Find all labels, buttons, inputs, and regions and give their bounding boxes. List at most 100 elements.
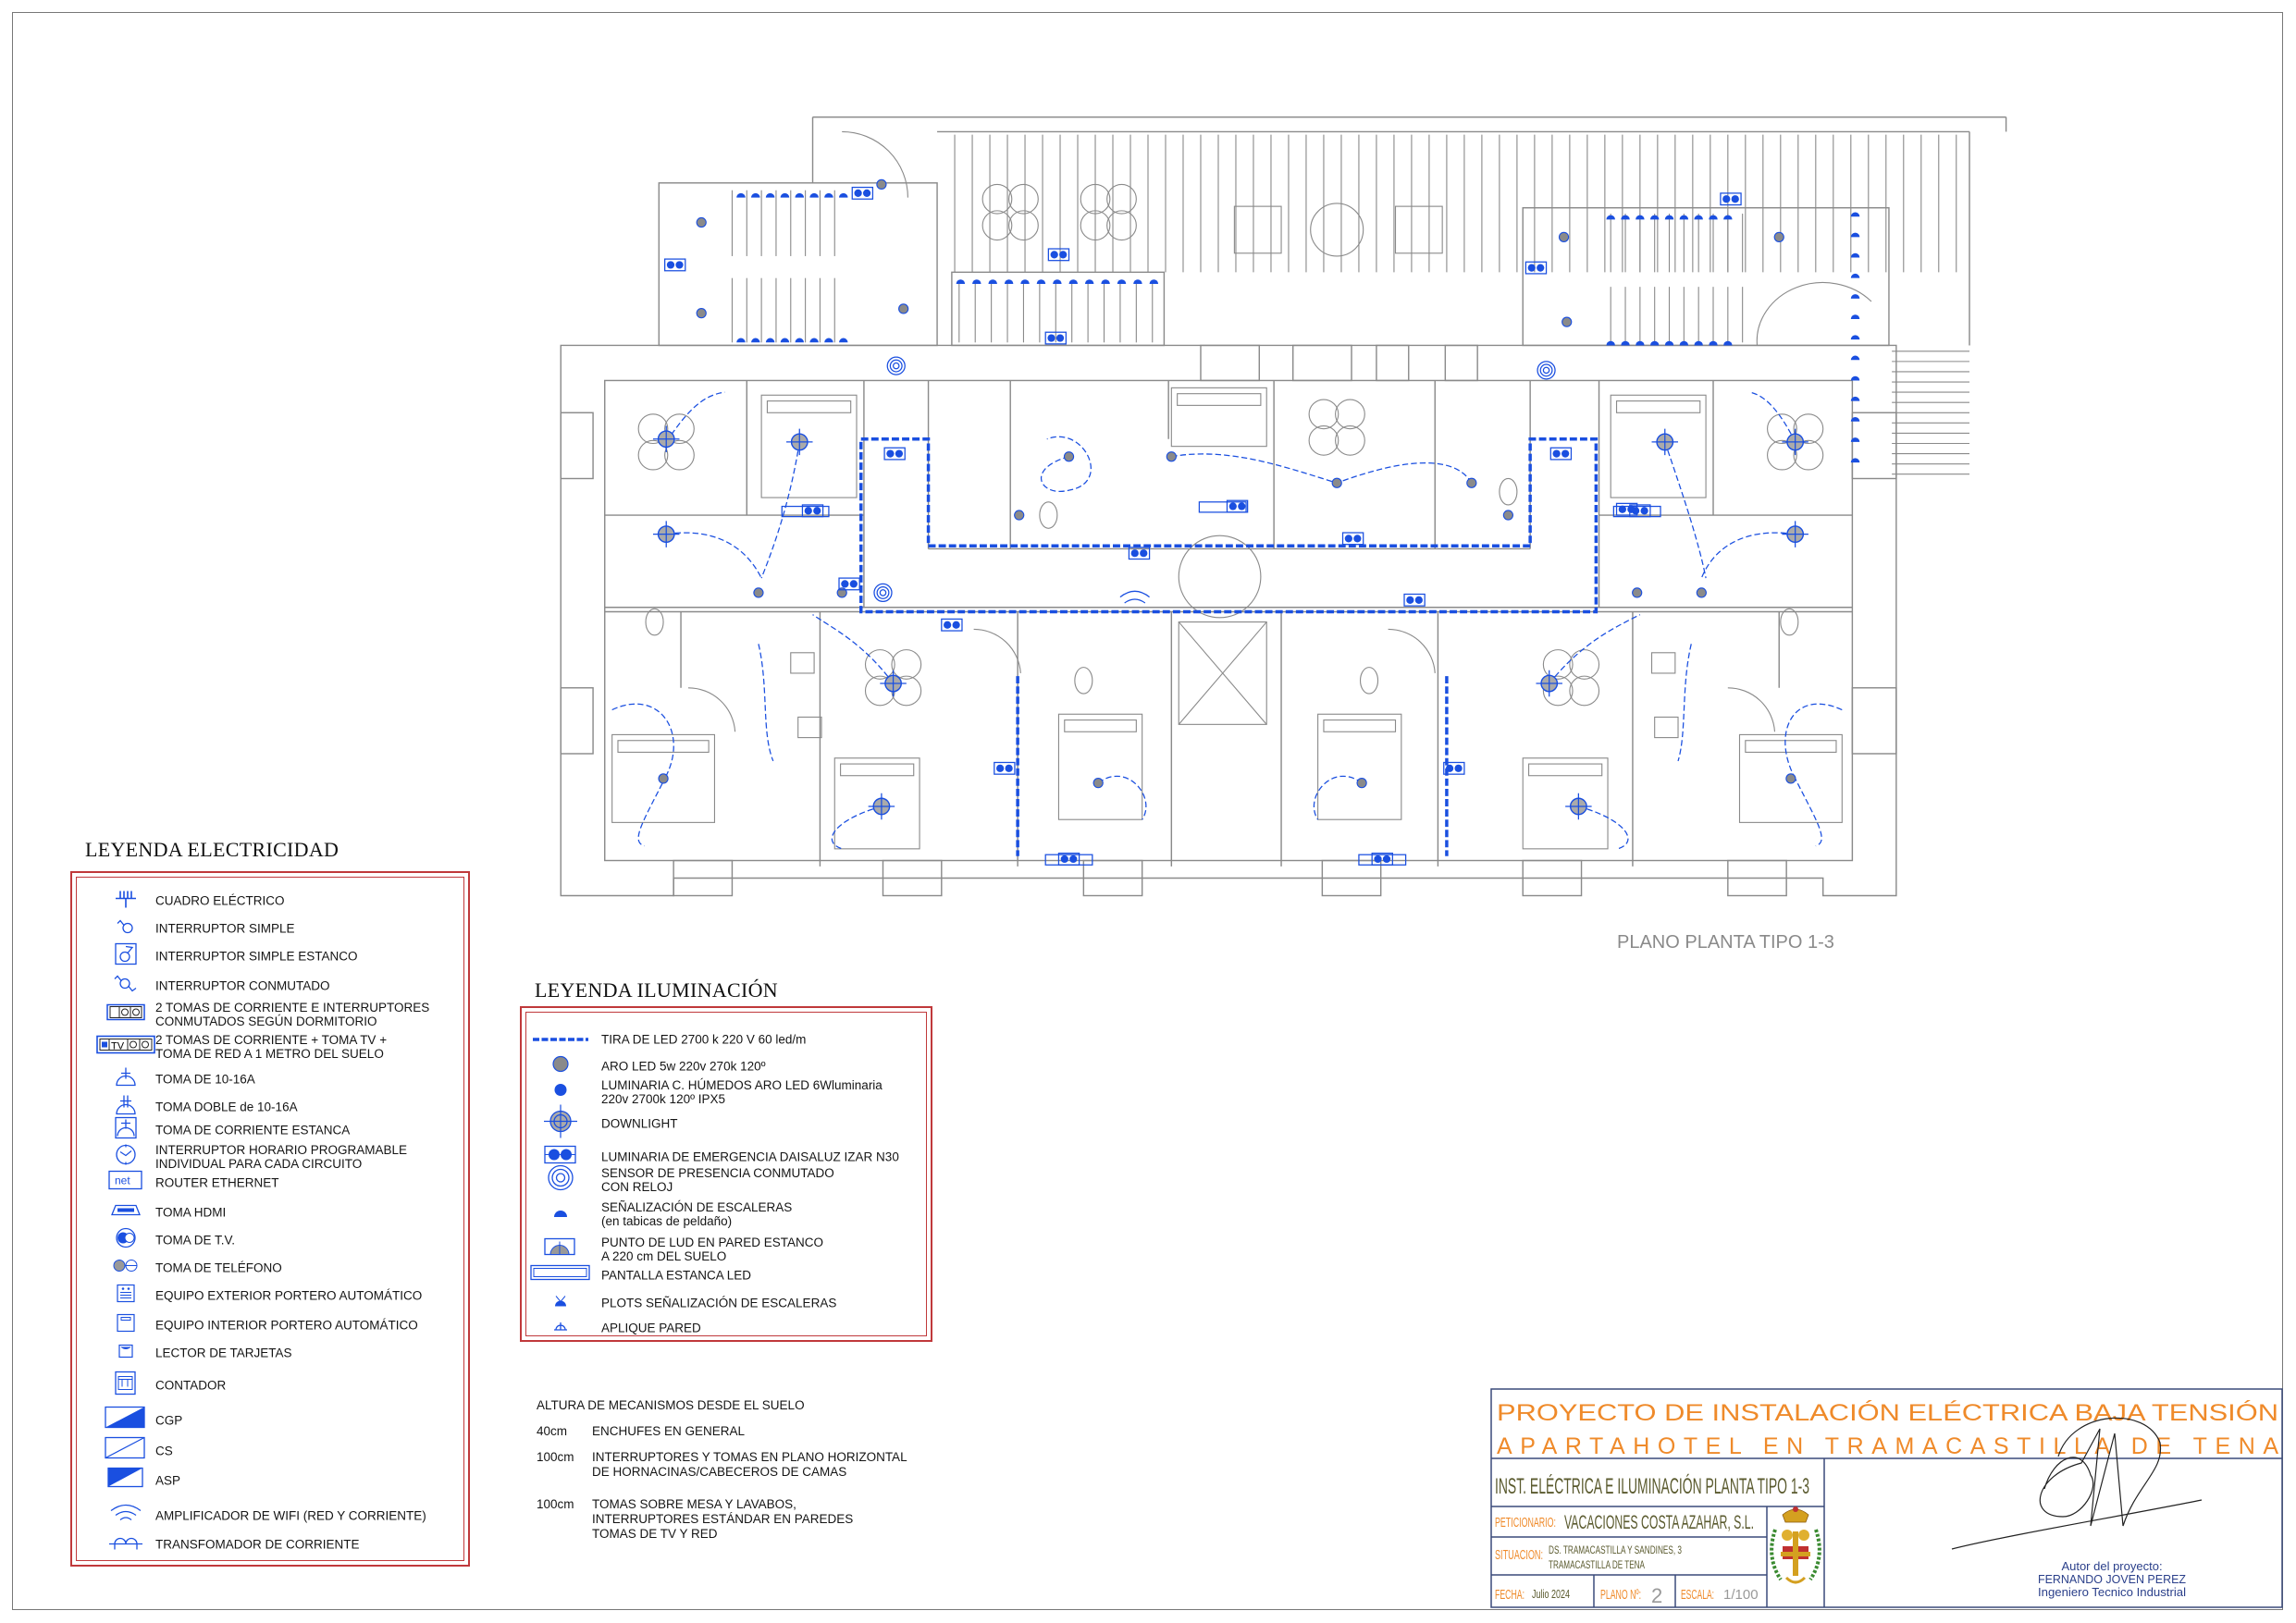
- led-strip-runs: [859, 437, 1599, 856]
- stair-plot-icon: [1606, 340, 1615, 346]
- window: [560, 412, 594, 480]
- stair-marker-icon: [1850, 437, 1860, 442]
- bed: [1170, 387, 1267, 448]
- socket-icon: [114, 1066, 138, 1093]
- downlight-cross: [652, 521, 680, 547]
- project-title-line1: PROYECTO DE INSTALACIÓN ELÉCTRICA BAJA T…: [1497, 1399, 2278, 1426]
- stair-plot-icon: [1723, 340, 1733, 346]
- emergency-lamp: [952, 621, 960, 629]
- author-role: Ingeniero Tecnico Industrial: [2038, 1585, 2186, 1599]
- chair: [664, 439, 695, 471]
- chair: [637, 413, 669, 445]
- toilet: [1499, 477, 1518, 506]
- legend-lighting-title: LEYENDA ILUMINACIÓN: [535, 978, 778, 1002]
- location-line2: TRAMACASTILLA DE TENA: [1549, 1558, 1645, 1571]
- presence-sensor-icon: [886, 356, 906, 375]
- led-ring-icon: [1632, 587, 1643, 598]
- chair: [1793, 439, 1824, 471]
- pillow: [840, 763, 915, 777]
- wifi-icon: [108, 1504, 143, 1529]
- led-ring-icon: [1558, 231, 1570, 242]
- spiral-stair: [1756, 282, 1872, 346]
- height-value: 40cm: [537, 1424, 568, 1438]
- legend-item-label: TOMA DOBLE de 10-16A: [155, 1100, 298, 1114]
- emergency-lamp: [675, 261, 684, 269]
- pillow: [1528, 763, 1603, 777]
- signature-icon: [1951, 1417, 2203, 1550]
- chair: [1106, 183, 1137, 215]
- stair-hall-wall: [658, 182, 938, 347]
- plan-walls: [560, 116, 2007, 897]
- router-icon: net: [108, 1170, 143, 1196]
- toilet: [1039, 501, 1058, 529]
- presence-sensor-icon: [1539, 363, 1553, 377]
- wiring-circuit: [812, 614, 895, 684]
- downlight-cross: [868, 793, 895, 820]
- led-ring-icon: [876, 178, 887, 191]
- legend-item-label: INTERRUPTOR SIMPLE: [155, 921, 295, 936]
- emergency-light-icon: [1720, 192, 1742, 206]
- height-desc: TOMAS SOBRE MESA Y LAVABOS, INTERRUPTORE…: [592, 1497, 854, 1541]
- downlight-cross: [1536, 670, 1562, 697]
- chair: [1335, 399, 1365, 430]
- wiring-circuit: [666, 532, 762, 579]
- toilet: [1780, 608, 1799, 636]
- tv-outlet-icon: [114, 1226, 138, 1255]
- chair: [1080, 183, 1111, 215]
- stair-plot-icon: [1709, 340, 1718, 346]
- stair-plot-icon: [1664, 340, 1674, 346]
- led-ring-icon: [898, 303, 909, 314]
- emergency-lamp: [996, 764, 1005, 772]
- height-value: 100cm: [537, 1497, 574, 1511]
- chair: [1569, 675, 1600, 707]
- legend-item-label: TOMA HDMI: [155, 1205, 227, 1220]
- stair-marker-icon: [1850, 458, 1860, 463]
- chair: [1335, 424, 1365, 456]
- socket-switch-block-icon: [1198, 501, 1247, 513]
- wiring-circuit: [760, 441, 800, 579]
- stair-plot-icon: [1723, 215, 1733, 220]
- stair-marker-icon: [1850, 396, 1860, 401]
- stair-plot-icon: [1679, 340, 1689, 346]
- emergency-lamp: [862, 189, 871, 198]
- door-swing: [973, 628, 1021, 673]
- emergency-lamp: [1238, 502, 1246, 510]
- hdmi-icon: [110, 1204, 142, 1222]
- emergency-lamp: [1047, 334, 1055, 342]
- wiring-circuit: [758, 644, 774, 762]
- emergency-light-icon: [1047, 248, 1070, 262]
- stair-plot-icon: [988, 279, 997, 285]
- wiring-circuit: [1171, 453, 1473, 484]
- downlight-cross: [1651, 428, 1679, 456]
- stair-plot-icon: [1606, 215, 1615, 220]
- emergency-lamp: [1537, 264, 1545, 272]
- stair-plot-icon: [1621, 215, 1630, 220]
- emergency-light-icon: [883, 447, 906, 461]
- legend-item-label: CS: [155, 1444, 173, 1458]
- wiring-circuit: [611, 703, 674, 777]
- chair: [1080, 210, 1111, 241]
- stair-marker-icon: [1850, 212, 1860, 217]
- drawing-title: INST. ELÉCTRICA E ILUMINACIÓN PLANTA TIP…: [1495, 1474, 1809, 1499]
- legend-item-label: 2 TOMAS DE CORRIENTE + TOMA TV + TOMA DE…: [155, 1033, 388, 1061]
- emergency-lamp: [1130, 549, 1139, 558]
- stair-marker-icon: [1850, 314, 1860, 319]
- scale-label: ESCALA:: [1681, 1587, 1714, 1603]
- chair: [664, 413, 695, 445]
- chair: [1569, 649, 1600, 680]
- emergency-light-icon: [1128, 547, 1151, 560]
- led-ring-icon: [1773, 231, 1784, 242]
- stair-plot-icon: [1709, 215, 1718, 220]
- stair-marker-icon: [552, 1206, 569, 1223]
- kitchen-sink: [797, 716, 822, 739]
- emergency-lamp: [944, 621, 952, 629]
- plan-number-value: 2: [1651, 1584, 1662, 1607]
- legend-item-label: TIRA DE LED 2700 k 220 V 60 led/m: [601, 1032, 807, 1047]
- wiring-circuit: [1677, 644, 1692, 762]
- project-title-line2: APARTAHOTEL EN TRAMACASTILLA DE TENA: [1497, 1433, 2278, 1459]
- svg-text:TV: TV: [111, 1041, 125, 1052]
- author-label: Autor del proyecto:: [2061, 1559, 2162, 1573]
- socket-switch-block-icon: [781, 505, 830, 518]
- led-ring-icon: [696, 216, 707, 228]
